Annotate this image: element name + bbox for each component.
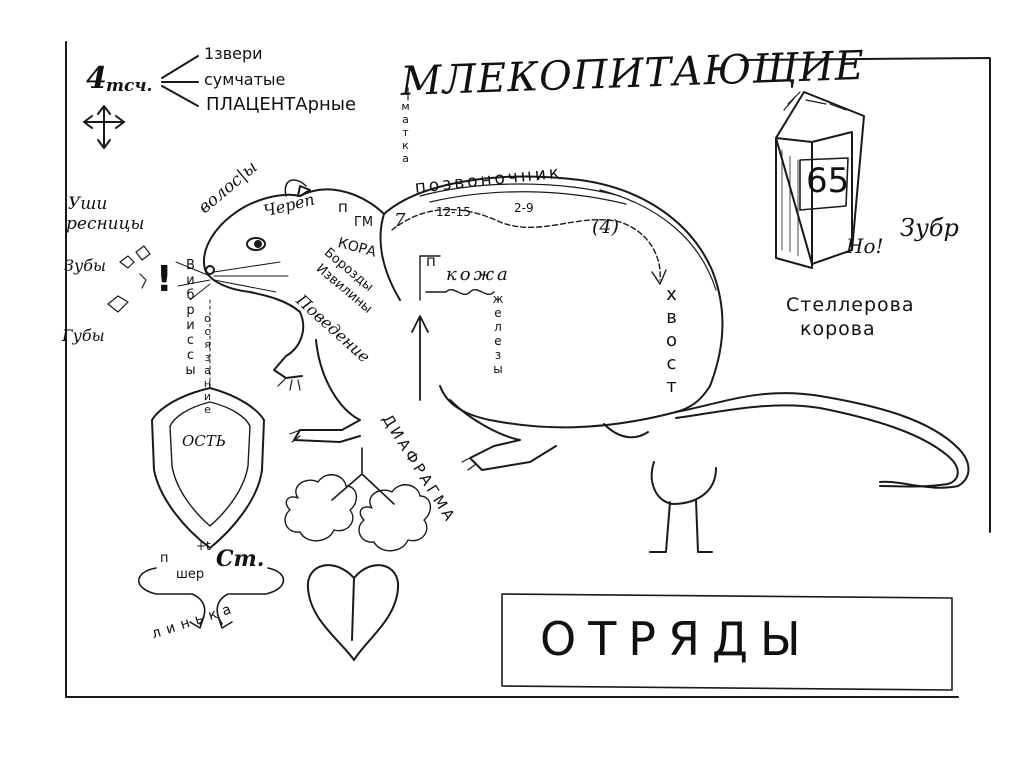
label-gm: ГМ (354, 215, 374, 230)
count-suffix: тсч. (106, 76, 153, 96)
brace-lines (161, 55, 199, 107)
label-skin: кожа (446, 264, 511, 285)
label-whiskers: Вибриссы (183, 258, 198, 378)
uterus-label: матка (399, 100, 412, 165)
label-p: п (338, 198, 348, 216)
group-placentals: ПЛАЦЕНТАрные (206, 94, 357, 115)
spine-arrowhead (651, 269, 667, 285)
molt-arrows (137, 567, 285, 625)
label-lashes: ресницы (66, 214, 145, 234)
label-ears: Уши (68, 194, 108, 214)
legs-sketch (649, 461, 717, 553)
label-exclaim: ! (156, 259, 173, 300)
orders-box-frame (501, 593, 953, 691)
group-marsupials: сумчатые (204, 70, 286, 89)
rat-drawing (175, 175, 970, 489)
label-teeth: Зубы (64, 256, 107, 275)
label-lips: Губы (62, 326, 105, 345)
compass-icon (83, 105, 125, 149)
count-number: 4 (86, 61, 107, 96)
shield-icon (151, 299, 265, 549)
group-beasts: 1звери (204, 44, 263, 63)
frame-left-bottom (65, 41, 959, 698)
shield-st: Ст. (216, 546, 265, 572)
orders-title: ОТРЯДЫ (540, 612, 813, 666)
label-p2: п (426, 252, 436, 270)
lungs-icon (284, 447, 431, 552)
skin-line (425, 289, 495, 295)
teeth-lips-sketch (107, 245, 151, 313)
spine-line (391, 208, 661, 281)
spine-n4: (4) (592, 216, 619, 238)
molt-arrowheads (189, 615, 233, 629)
diaphragm-arrow (411, 315, 429, 401)
shield-fur: шер (176, 567, 205, 582)
label-no: Но! (846, 234, 884, 258)
label-steller-1: Стеллерова (786, 294, 915, 316)
heart-icon (306, 564, 400, 661)
shield-plus-t: +t (196, 539, 211, 553)
frame-right (740, 57, 991, 533)
skin-bracket (419, 255, 441, 301)
spine-range-2: 2-9 (514, 201, 534, 215)
book-icon (775, 91, 865, 269)
label-steller-2: корова (800, 318, 876, 340)
book-number: 65 (806, 161, 850, 201)
shield-p: п (160, 551, 169, 566)
shield-awn: ОСТЬ (182, 432, 226, 450)
tail-label: хвост (661, 284, 682, 399)
label-glands: железы (491, 292, 505, 376)
spine-range-1: 12-15 (436, 205, 471, 219)
spine-n7: 7 (394, 210, 406, 231)
label-bison: Зубр (900, 214, 959, 242)
label-touch: осязание (201, 312, 214, 416)
